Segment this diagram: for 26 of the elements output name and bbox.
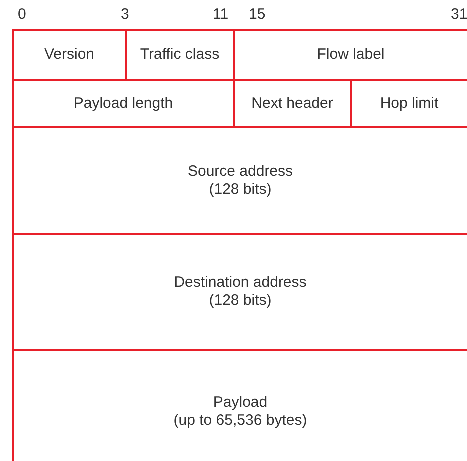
field-size: (128 bits)	[209, 292, 272, 310]
field-name: Next header	[252, 94, 334, 112]
field-size: (up to 65,536 bytes)	[174, 412, 308, 430]
field-cell	[12, 126, 467, 233]
field-name: Flow label	[317, 46, 385, 64]
field-cell	[233, 29, 467, 79]
field-name: Hop limit	[380, 94, 439, 112]
bit-offset: 11	[213, 6, 229, 24]
field-name: Payload length	[74, 94, 174, 112]
bit-offset: 15	[249, 6, 266, 24]
field-cell	[12, 349, 467, 461]
field-cell	[12, 233, 467, 349]
field-cell	[125, 29, 233, 79]
field-name: Payload	[213, 394, 268, 412]
field-cell	[12, 79, 233, 126]
bit-offset: 31	[451, 6, 467, 24]
field-name: Destination address	[174, 274, 307, 292]
bit-offset: 3	[121, 6, 130, 24]
field-name: Traffic class	[140, 46, 220, 64]
field-name: Version	[44, 46, 95, 64]
field-cell	[350, 79, 467, 126]
field-size: (128 bits)	[209, 180, 272, 198]
bit-offset: 0	[18, 6, 26, 24]
field-cell	[233, 79, 350, 126]
field-name: Source address	[188, 162, 294, 180]
field-cell	[12, 29, 125, 79]
